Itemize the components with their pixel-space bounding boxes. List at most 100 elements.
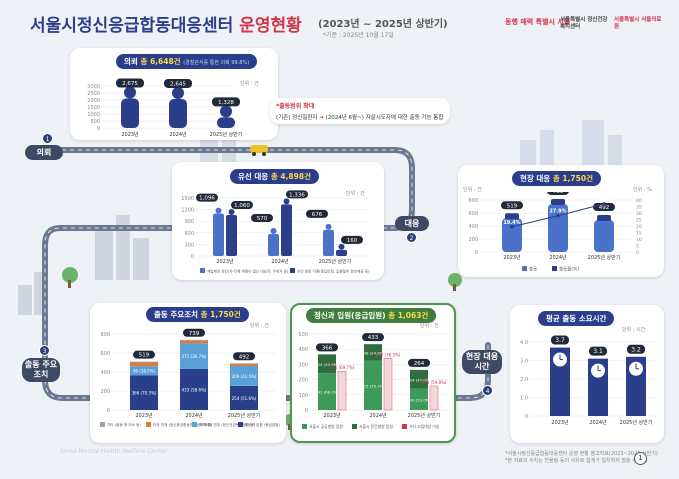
wire-title-value: 총 4,898건 [270,172,311,181]
field-legend-label-2: 출동률(%) [559,266,579,273]
wire-x-label: 2024년 [271,258,289,265]
referral-unit: 단위 : 건 [240,81,259,87]
admission-total-label: 433 [368,335,379,341]
dispatch-unit: 단위 : 건 [250,323,269,329]
title-highlight: 운영현황 [239,16,302,36]
admission-transfer-bar [337,371,347,411]
admission-legend-label: 기타 고립대상 이송 [409,424,440,429]
field-y2-tick: 10 [636,237,642,243]
field-y-tick: 800 [468,198,478,204]
wire-value-bubble [251,213,273,222]
admission-bar-segment [364,360,382,410]
referral-y-tick: 1000 [87,112,100,118]
field-y2-tick: 5 [636,244,639,250]
wire-bar-2 [336,249,347,256]
wire-value-label: 1,336 [289,192,305,198]
referral-person-bar-head [124,86,136,99]
time-value-bubble [589,346,607,356]
dispatch-bar-segment [180,368,208,410]
field-value-bubble [501,201,523,210]
time-y-tick: 0 [525,414,528,420]
dispatch-y-tick: 0 [107,408,110,414]
avg-time-title: 평균 출동 소요시간 [546,314,607,323]
wire-legend-label: 계입제외 판단(자·타해 위험이 없는 대상자, 주취자 등) [207,269,289,274]
mental-health-center-logo: 서울특별시 정신건강복지센터 [560,17,608,30]
field-rate-point [602,202,606,206]
referral-value-label: 2,675 [122,81,138,87]
field-y-tick: 0 [475,250,478,256]
dispatch-bar-segment [130,375,158,410]
dispatch-bar-segment [130,366,158,376]
referral-note-panel [270,98,450,124]
referral-y-tick: 2500 [87,91,100,97]
watermark: Seoul Mental Health Welfare Center [60,448,168,455]
admission-x-label: 2024년 [369,412,387,419]
referral-note-text: (기존) 정신질환자 ➔ (2024년 6월~) 자살시도자에 대한 출동 기능… [276,113,443,121]
field-unit-left: 단위 : 건 [463,187,482,193]
dispatch-y-tick: 800 [100,332,110,338]
admission-y-tick: 100 [298,393,308,399]
footer-note-1: *서울시정신응급합동대응센터 운영 현황 참고자료(2023~2025 상반기) [505,451,658,457]
avg-time-unit: 단위 : 시간 [622,327,646,333]
admission-y-tick: 300 [298,362,308,368]
field-dispatch-bar [502,218,522,252]
dispatch-y-tick: 600 [100,351,110,357]
referral-title-value: 총 6,648건 [140,57,181,66]
wire-legend-label: 유선 현장 지원(응답안정, 입원절차 정보제공 등) [297,269,370,274]
admission-bar-segment [410,369,428,389]
field-x-label: 2024년 [549,254,567,261]
wire-value-bubble [231,201,253,210]
referral-person-bar-head [220,105,232,118]
seoul-slogan-logo: 동행 매력 특별시 서울 [505,18,571,26]
referral-person-bar [121,98,139,128]
admission-segment-label: 108 (24.9%) [361,350,385,355]
admission-bar-segment [318,354,336,374]
time-y-tick: 4.0 [520,340,528,346]
admission-x-label: 2023년 [323,412,341,419]
time-y-tick: 3.0 [520,359,528,365]
field-bar-cap [505,213,519,220]
field-y-tick: 600 [468,211,478,217]
wire-y-tick: 0 [191,254,194,260]
referral-y-tick: 500 [90,119,100,125]
field-response-title-pill: 현장 대응 총 1,750건 [512,171,601,186]
field-response-chart: 800600400200040353025201510505192023년739… [468,192,642,273]
wire-bar-2 [281,204,292,256]
dispatch-title-prefix: 출동 주요조치 [154,310,199,319]
referral-value-bubble [164,78,192,88]
dispatch-total-bubble [133,350,155,359]
wire-value-label: 570 [257,216,268,222]
wire-bar-1 [268,233,279,256]
time-value-label: 3.7 [555,337,565,344]
as-of-date: *기준 : 2025년 10월 17일 [323,32,394,39]
dispatch-bar-segment [130,361,158,363]
admission-bar-segment [318,373,336,410]
admission-y-tick: 0 [305,408,308,414]
dispatch-bar-segment [230,363,258,367]
admission-segment-label: 140 (53.0%) [407,397,431,402]
dispatch-x-label: 2025년 상반기 [228,412,261,419]
field-title-prefix: 현장 대응 [520,174,551,183]
dispatch-title-value: 총 1,750건 [200,310,241,319]
field-value-label: 739 [553,192,564,195]
admission-total-bubble [408,358,430,367]
field-y2-tick: 30 [636,211,642,217]
admission-segment-label: 325 (75.1%) [361,383,385,388]
referral-person-bar [217,117,235,128]
wire-x-label: 2023년 [216,258,234,265]
field-y2-tick: 35 [636,205,642,211]
admission-total-bubble [362,333,384,342]
field-rate-point [510,224,514,229]
admission-transfer-label: 255 (69.7%) [330,365,355,370]
wire-value-bubble [196,193,218,202]
wire-value-bubble [286,190,308,199]
road-centerline [30,149,489,399]
dispatch-legend-label: 기타 (출동 중 취소 등) [107,422,141,427]
dispatch-legend-label: 타과 연계 (정신응급합동대응센터 포함) [153,422,213,427]
referral-title-note: (경찰관서를 통한 의뢰 99.8%) [183,60,250,66]
referral-person-bar [169,98,187,128]
dispatch-total-bubble [183,328,205,337]
avg-time-title-pill: 평균 출동 소요시간 [538,311,615,326]
wire-bar-head-2 [283,198,290,205]
time-y-tick: 1.0 [520,396,528,402]
